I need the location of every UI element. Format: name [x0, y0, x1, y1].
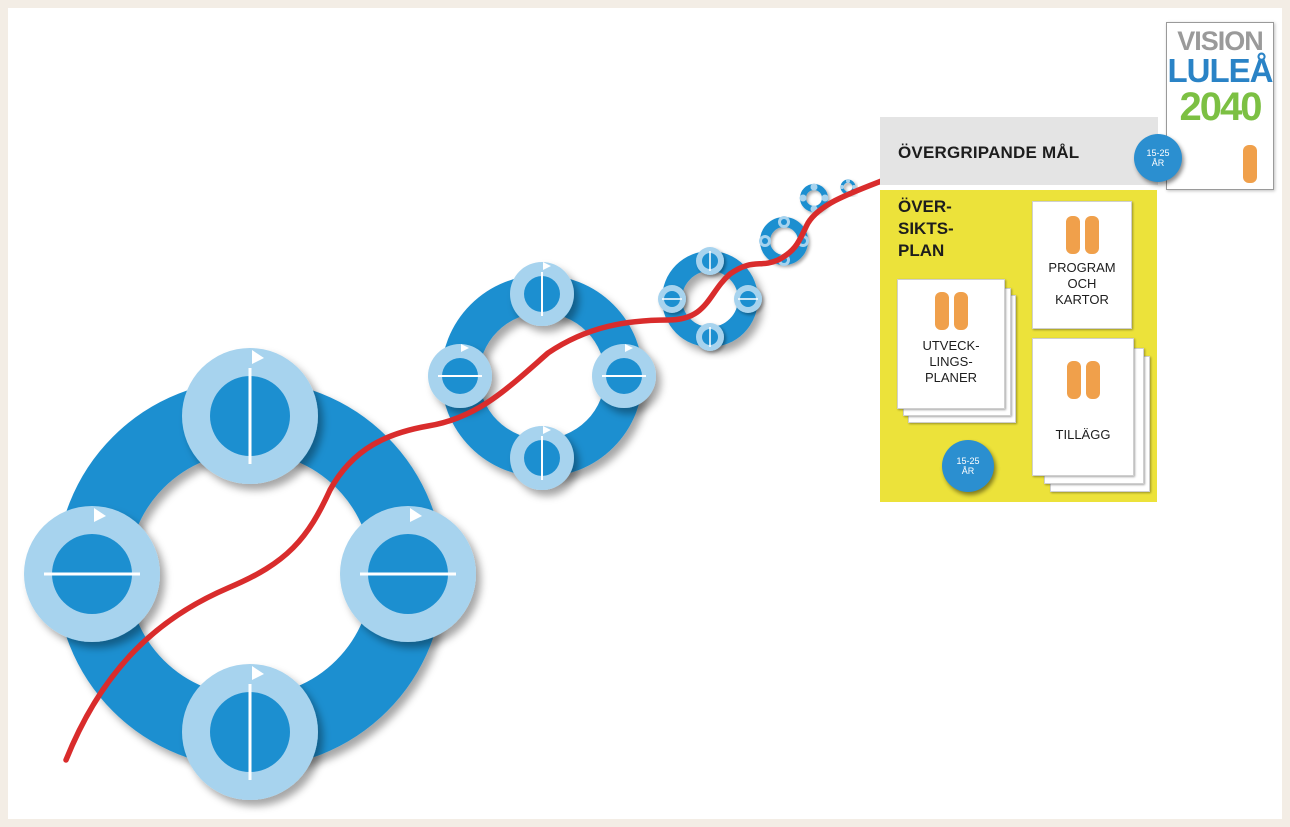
buoy: [696, 247, 724, 275]
program-document: PROGRAM OCH KARTOR: [1032, 201, 1132, 329]
doc-label-line: UTVECK-: [922, 338, 980, 353]
badge-unit: ÅR: [1151, 158, 1165, 168]
logo-line-year: 2040: [1179, 85, 1263, 129]
buoy-bottom: [182, 664, 318, 800]
buoy-top: [182, 348, 318, 484]
badge-unit: ÅR: [961, 466, 975, 476]
flag-icon: [543, 262, 551, 270]
doc-label-line: OCH: [1067, 276, 1097, 291]
doc-label-line: PLANER: [924, 370, 978, 385]
buoy: [696, 323, 724, 351]
supplements-document: TILLÄGG: [1032, 338, 1134, 476]
logo-line-vision: VISION: [1177, 26, 1264, 56]
flag-icon: [543, 426, 551, 434]
overall-goal-label: ÖVERGRIPANDE MÅL: [898, 143, 1080, 162]
orange-bar-icon: [1243, 145, 1257, 183]
buoy: [658, 285, 686, 313]
badge-years: 15-25: [956, 456, 980, 466]
badge-years: 15-25: [1146, 148, 1170, 158]
buoy-right: [340, 506, 476, 642]
comprehensive-plan-title: ÖVER- SIKTS- PLAN: [898, 196, 954, 262]
ring-tiny: [799, 183, 829, 213]
flag-icon: [461, 344, 469, 352]
lifebuoy-illustration: [24, 177, 887, 800]
time-horizon-badge: 15-25 ÅR: [942, 440, 994, 492]
vision-lulea-logo: VISION LULEÅ 2040: [1166, 22, 1274, 190]
buoy-left: [24, 506, 160, 642]
time-horizon-badge: 15-25 ÅR: [1134, 134, 1182, 182]
buoy-top: [510, 262, 574, 326]
document-icon: [1033, 216, 1131, 254]
buoy-left: [428, 344, 492, 408]
logo-line-lulea: LULEÅ: [1167, 52, 1274, 89]
doc-label-line: TILLÄGG: [1055, 427, 1111, 442]
diagram-canvas: ÖVERGRIPANDE MÅL VISION LULEÅ 2040 ÖVER-…: [8, 8, 1282, 819]
plan-title-line: SIKTS-: [898, 219, 954, 238]
red-thread: [63, 177, 887, 763]
flag-icon: [94, 508, 106, 522]
ring-medium: [428, 262, 656, 490]
flag-icon: [252, 350, 264, 364]
document-icon: [898, 292, 1004, 330]
plan-title-line: PLAN: [898, 241, 945, 260]
buoy: [734, 285, 762, 313]
doc-label-line: LINGS-: [929, 354, 973, 369]
ring-small: [658, 247, 762, 351]
buoy-bottom: [510, 426, 574, 490]
doc-label-line: PROGRAM: [1048, 260, 1116, 275]
overall-goal-band: [880, 117, 1158, 185]
flag-icon: [410, 508, 422, 522]
buoy-right: [592, 344, 656, 408]
plan-title-line: ÖVER-: [898, 197, 952, 216]
document-icon: [1033, 361, 1133, 399]
flag-icon: [252, 666, 264, 680]
development-plans-document: UTVECK- LINGS- PLANER: [897, 279, 1005, 409]
doc-label-line: KARTOR: [1055, 292, 1109, 307]
ring-large: [24, 348, 476, 800]
flag-icon: [625, 344, 633, 352]
